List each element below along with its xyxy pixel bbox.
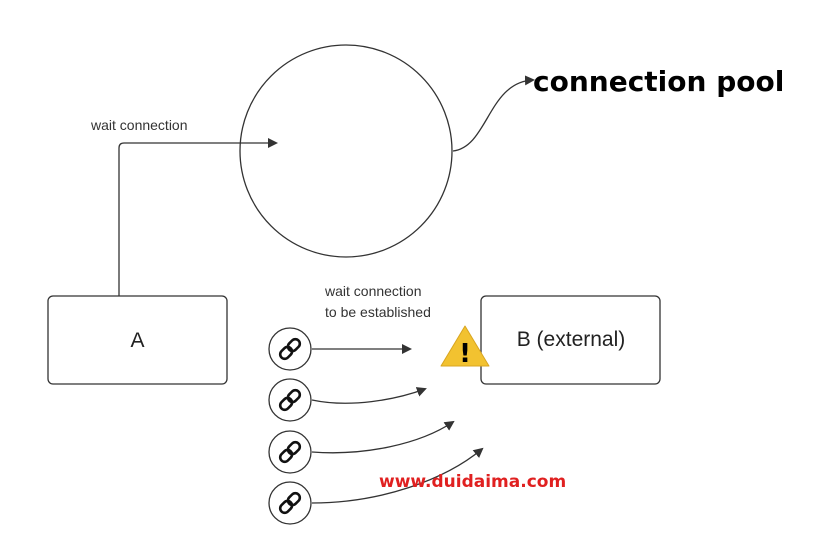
pool-title: connection pool [533, 65, 784, 98]
box-a-label: A [130, 329, 144, 352]
wait-established-line-1: wait connection [324, 283, 422, 299]
wait-established-line-2: to be established [325, 304, 431, 320]
chain-link-icon [278, 440, 302, 464]
connection-item-4 [268, 481, 312, 525]
box-b-label: B (external) [517, 328, 626, 351]
connection-item-3 [268, 430, 312, 474]
connection-item-1 [268, 327, 312, 371]
chain-link-icon [278, 491, 302, 515]
box-a [47, 295, 228, 385]
wait-connection-arrow [118, 138, 278, 296]
wait-connection-label: wait connection [90, 117, 188, 133]
connection-arrow-2 [311, 387, 427, 404]
wait-established-label: wait connection to be established [324, 283, 431, 320]
connection-pool-circle [239, 44, 453, 258]
pool-title-arrow [452, 75, 535, 152]
connection-arrow-4 [311, 447, 484, 504]
connection-item-2 [268, 378, 312, 422]
warning-icon: ! [440, 325, 490, 369]
chain-link-icon [278, 337, 302, 361]
warning-icon-mark: ! [459, 339, 471, 369]
connection-arrow-3 [311, 420, 455, 454]
box-b [480, 295, 661, 385]
watermark-text: www.duidaima.com [379, 472, 566, 492]
chain-link-icon [278, 388, 302, 412]
